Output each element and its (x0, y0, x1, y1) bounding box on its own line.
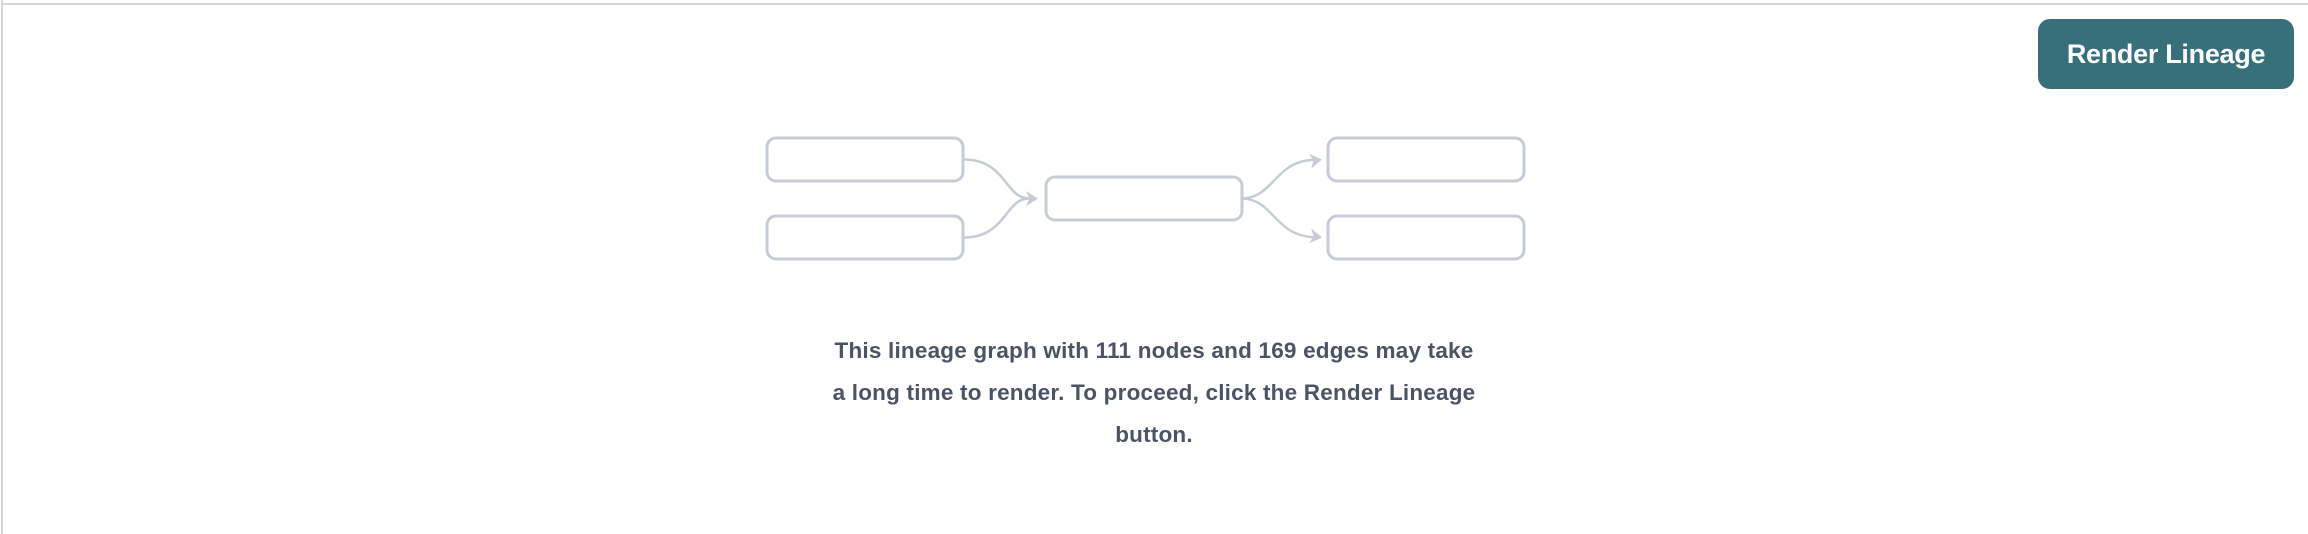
render-lineage-button[interactable]: Render Lineage (2038, 19, 2294, 89)
arrowhead-downstream-top (1309, 153, 1322, 169)
lineage-graph-icon (765, 136, 1526, 261)
message-line: a long time to render. To proceed, click… (832, 380, 1476, 405)
node-box-upstream-top (765, 136, 965, 183)
node-box-downstream-top (1326, 136, 1526, 183)
lineage-node-boxes (765, 136, 1526, 261)
panel-top-border (3, 3, 2308, 5)
edge-downstream-bottom (1242, 197, 1315, 239)
edge-downstream-top (1242, 158, 1315, 200)
lineage-edge-arrowheads (1026, 153, 1322, 244)
panel-left-border (1, 0, 3, 534)
edge-upstream-top (962, 158, 1031, 200)
arrowhead-downstream-bottom (1309, 228, 1322, 244)
message-line: This lineage graph with 111 nodes and 16… (834, 338, 1474, 363)
edge-upstream-bottom (962, 197, 1031, 239)
render-warning-message: This lineage graph with 111 nodes and 16… (833, 330, 1476, 456)
node-box-center (1044, 175, 1244, 222)
node-box-downstream-bottom (1326, 214, 1526, 261)
lineage-edge-paths (962, 158, 1315, 239)
arrowhead-center (1026, 191, 1038, 206)
message-line: button. (1115, 422, 1193, 447)
node-box-upstream-bottom (765, 214, 965, 261)
